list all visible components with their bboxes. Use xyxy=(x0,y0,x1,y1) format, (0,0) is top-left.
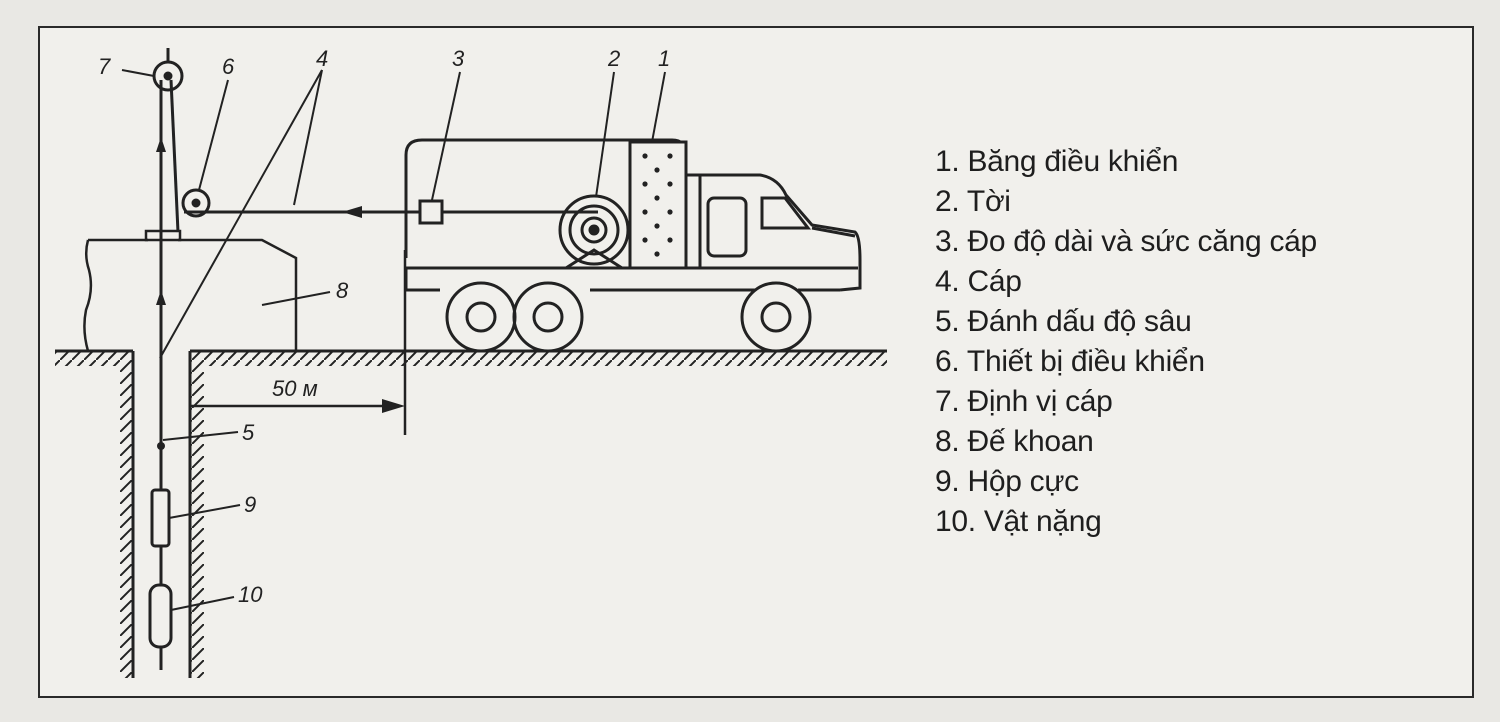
legend-item: 6. Thiết bị điều khiển xyxy=(935,345,1205,378)
label-3: 3 xyxy=(452,46,465,71)
cable-positioner-pulley xyxy=(152,60,184,92)
probe-box xyxy=(150,488,171,548)
label-7: 7 xyxy=(98,54,111,79)
winch xyxy=(558,194,630,270)
label-10: 10 xyxy=(238,582,263,607)
label-8: 8 xyxy=(336,278,349,303)
mast xyxy=(159,48,180,670)
ground xyxy=(55,349,887,366)
label-1: 1 xyxy=(658,46,670,71)
label-2: 2 xyxy=(607,46,620,71)
dimension-arrow xyxy=(382,399,405,413)
callout-labels: 1 2 3 4 5 6 7 8 9 10 50 м xyxy=(98,46,670,607)
legend-item: 2. Tời xyxy=(935,185,1011,218)
sinker-weight xyxy=(148,583,173,649)
legend-item: 4. Cáp xyxy=(935,265,1022,298)
control-panel xyxy=(628,140,688,270)
cable xyxy=(159,88,598,590)
label-6: 6 xyxy=(222,54,235,79)
control-device xyxy=(181,188,211,218)
legend-item: 10. Vật nặng xyxy=(935,505,1102,538)
cable-arrows xyxy=(156,137,362,305)
legend-item: 8. Đế khoan xyxy=(935,425,1094,458)
distance-dimension xyxy=(190,250,407,435)
legend-item: 5. Đánh dấu độ sâu xyxy=(935,305,1192,338)
legend-item: 9. Hộp cực xyxy=(935,465,1079,498)
label-9: 9 xyxy=(244,492,256,517)
legend: 1. Băng điều khiển 2. Tời 3. Đo độ dài v… xyxy=(935,142,1317,542)
leader-lines xyxy=(121,69,666,611)
label-5: 5 xyxy=(242,420,255,445)
truck-wheels xyxy=(445,281,812,353)
rig-base xyxy=(83,229,298,352)
label-4: 4 xyxy=(316,46,328,71)
borehole xyxy=(120,351,204,678)
legend-item: 7. Định vị cáp xyxy=(935,385,1113,418)
length-tension-meter xyxy=(418,199,444,225)
legend-item: 1. Băng điều khiển xyxy=(935,145,1179,178)
depth-marker xyxy=(157,442,165,450)
distance-label: 50 м xyxy=(272,376,318,401)
legend-item: 3. Đo độ dài và sức căng cáp xyxy=(935,225,1317,258)
